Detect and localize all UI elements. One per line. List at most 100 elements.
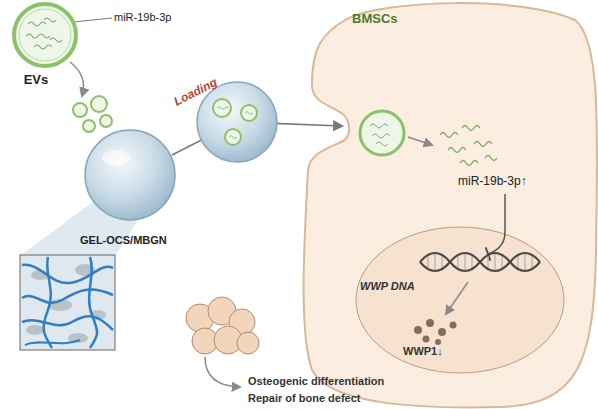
flow-arrow (70, 62, 84, 96)
outcome-arrow-part (205, 357, 240, 387)
loaded-hydrogel-sphere (197, 82, 277, 162)
mirna-strands-part (474, 142, 492, 147)
mirna-strands-part (485, 156, 497, 161)
node-text: GEL-OCS/MBGN (80, 234, 190, 247)
internalized-vesicle (360, 111, 404, 155)
edge-label: Loading (172, 65, 241, 109)
hydrogel-network-inset-part (22, 316, 113, 330)
sphere-highlight (102, 150, 130, 166)
node-shape (355, 226, 565, 374)
node-shape (78, 128, 190, 250)
loaded-hydrogel-sphere-part (197, 82, 277, 162)
bone-cell-cluster (186, 297, 259, 354)
nucleus-node: WWP DNA WWP1↓ (355, 226, 565, 374)
internalized-vesicle-part (372, 134, 390, 138)
loaded-hydrogel-sphere-part (241, 105, 257, 121)
outcome-arrow (205, 357, 240, 387)
hydrogel-network-inset-part (22, 290, 113, 303)
mirna-strands (440, 126, 497, 166)
release-arrow (408, 137, 432, 145)
dna-helix-part (464, 253, 465, 271)
dna-helix-part (487, 256, 488, 268)
protein-dots-part (426, 319, 434, 327)
loaded-hydrogel-sphere-part (213, 99, 231, 117)
mirna-squiggle (34, 45, 52, 49)
loaded-hydrogel-sphere-part (229, 136, 237, 139)
node-text: WWP DNA (360, 280, 430, 293)
hydrogel-node: GEL-OCS/MBGN (78, 128, 190, 250)
expression-arrow (446, 282, 468, 314)
dna-helix-part (420, 253, 540, 271)
dna-helix-part (420, 253, 540, 271)
mirna-squiggle (26, 34, 50, 38)
extracellular-vesicles-part (73, 103, 87, 117)
dna-helix-part (471, 256, 472, 268)
mirna-squiggle (50, 38, 62, 42)
dna-helix-part (531, 256, 532, 268)
extracellular-vesicles-part (91, 96, 107, 112)
node-text: BMSCs (352, 12, 432, 27)
node-text: WWP1↓ (403, 345, 473, 358)
inhibition-line-part (488, 194, 505, 254)
loaded-hydrogel-sphere-part (217, 107, 229, 110)
extracellular-vesicles (73, 96, 112, 132)
loaded-hydrogel-sphere-part (225, 129, 241, 145)
dna-helix-part (434, 253, 435, 271)
hydrogel-network-inset-part (20, 255, 115, 350)
expression-arrow-part (446, 282, 468, 314)
extracellular-vesicles-part (83, 120, 95, 132)
flow-arrow-part (70, 62, 84, 96)
annotation-label: miR-19b-3p↑ (458, 175, 558, 189)
hydrogel-network-inset-part (25, 340, 80, 345)
vesicle-inner-ring (19, 9, 71, 61)
bone-cell-cluster-part (237, 332, 259, 354)
node-text: EVs (10, 73, 62, 88)
mirna-strands-part (462, 126, 480, 131)
vesicle-membrane (14, 4, 76, 66)
annotation-label: miR-19b-3p (114, 11, 204, 24)
mirna-squiggle (44, 18, 56, 22)
release-arrow-part (408, 137, 432, 145)
hydrogel-network-inset-part (44, 257, 52, 348)
extracellular-vesicles-part (100, 115, 112, 127)
loaded-hydrogel-sphere-part (245, 112, 253, 115)
protein-dots-part (438, 328, 446, 336)
annotation-label: Osteogenic differentiation (248, 375, 408, 388)
internalized-vesicle-part (370, 124, 388, 128)
internalized-vesicle-part (360, 111, 404, 155)
protein-dots-part (414, 326, 422, 334)
mirna-strands-part (440, 133, 458, 138)
vesicle-node: EVs (10, 2, 80, 92)
mirna-strands-part (448, 148, 466, 153)
protein-dots-part (450, 322, 457, 329)
protein-dots-part (423, 336, 430, 343)
dna-helix-part (457, 256, 458, 268)
nucleus-outline (356, 227, 564, 373)
dna-helix-part (524, 253, 525, 271)
mirna-squiggle (28, 22, 46, 26)
dna-helix (420, 253, 540, 271)
hydrogel-network-inset (20, 255, 115, 350)
inhibition-line (486, 194, 505, 261)
dna-helix-part (501, 256, 502, 268)
hydrogel-sphere (85, 130, 175, 220)
hydrogel-network-inset-part (22, 265, 113, 283)
annotation-label: Repair of bone defect (248, 392, 408, 405)
hydrogel-network-inset-part (89, 257, 97, 348)
internalized-vesicle-part (376, 142, 388, 146)
dna-helix-part (441, 256, 442, 268)
dna-helix-part (517, 256, 518, 268)
protein-dots (414, 319, 457, 345)
dna-helix-part (427, 256, 428, 268)
hydrogel-network-inset-part (26, 325, 44, 335)
dna-helix-part (494, 253, 495, 271)
mirna-strands-part (460, 161, 478, 166)
cell-membrane (304, 3, 598, 407)
protein-dots-part (435, 339, 441, 345)
cell-node: BMSCsWWP DNA WWP1↓ (298, 0, 598, 409)
